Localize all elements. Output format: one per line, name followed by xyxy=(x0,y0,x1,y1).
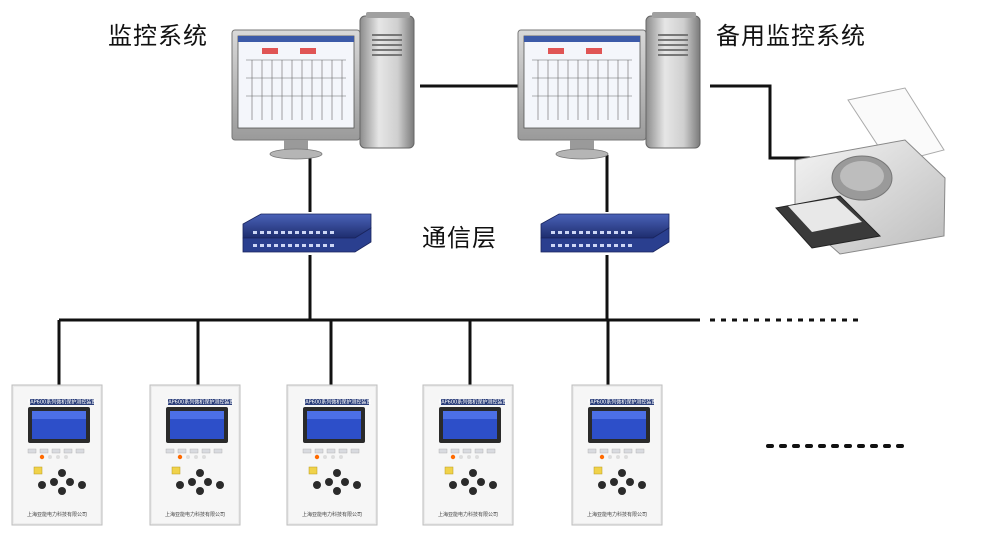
relay-device-2: FAP600系列微机保护测控装置 上海亚能电力科技有限公司 xyxy=(149,384,241,526)
relay-title: FAP600系列微机保护测控装置 xyxy=(303,399,371,406)
relay-title: FAP600系列微机保护测控装置 xyxy=(166,399,234,406)
backup-monitoring-computer xyxy=(517,11,701,160)
relay-footer: 上海亚能电力科技有限公司 xyxy=(165,511,225,518)
relay-title: FAP600系列微机保护测控装置 xyxy=(439,399,507,406)
relay-footer: 上海亚能电力科技有限公司 xyxy=(27,511,87,518)
relay-device-4: FAP600系列微机保护测控装置 上海亚能电力科技有限公司 xyxy=(422,384,514,526)
relay-title: FAP600系列微机保护测控装置 xyxy=(28,399,96,406)
relay-footer: 上海亚能电力科技有限公司 xyxy=(587,511,647,518)
relay-device-5: FAP600系列微机保护测控装置 上海亚能电力科技有限公司 xyxy=(571,384,663,526)
ethernet-switch-left xyxy=(242,213,372,253)
monitoring-computer xyxy=(231,11,415,160)
relay-device-3: FAP600系列微机保护测控装置 上海亚能电力科技有限公司 xyxy=(286,384,378,526)
communication-layer-label: 通信层 xyxy=(422,224,497,252)
relay-device-1: FAP600系列微机保护测控装置 上海亚能电力科技有限公司 xyxy=(11,384,103,526)
connection-lines xyxy=(57,84,810,385)
relay-title: FAP600系列微机保护测控装置 xyxy=(588,399,656,406)
ethernet-switch-right xyxy=(540,213,670,253)
printer xyxy=(775,87,946,255)
backup-monitoring-system-label: 备用监控系统 xyxy=(716,22,866,50)
printer-link-line xyxy=(710,84,810,160)
monitoring-system-label: 监控系统 xyxy=(108,22,208,50)
relay-footer: 上海亚能电力科技有限公司 xyxy=(438,511,498,518)
relay-footer: 上海亚能电力科技有限公司 xyxy=(302,511,362,518)
